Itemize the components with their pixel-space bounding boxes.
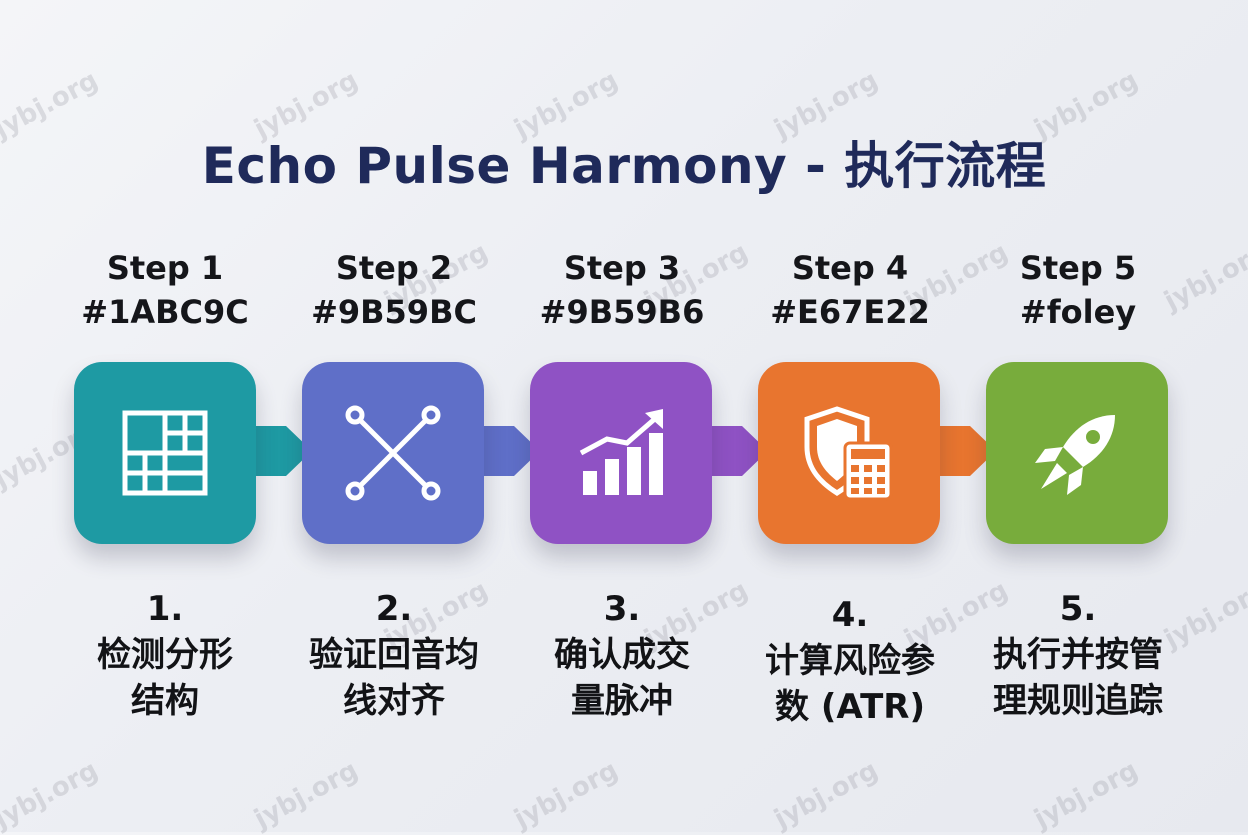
step-label: Step 3 [563, 249, 681, 287]
step-description-4: 4. 计算风险参 数 (ATR) [735, 592, 965, 730]
step-box-4 [758, 362, 940, 544]
step-header-1: Step 1 #1ABC9C [55, 246, 275, 334]
step-text-line: 线对齐 [343, 681, 445, 721]
step-text-line: 结构 [131, 681, 199, 721]
step-number: 2. [375, 589, 413, 629]
watermark: jybj.org [1029, 755, 1144, 835]
step-number: 1. [146, 589, 184, 629]
connector-arrow-3 [708, 412, 772, 490]
step-text-line: 数 (ATR) [775, 687, 925, 727]
step-label: Step 5 [1019, 249, 1137, 287]
step-header-5: Step 5 #foley [968, 246, 1188, 334]
step-text-line: 确认成交 [554, 635, 690, 675]
step-label: Step 2 [335, 249, 453, 287]
watermark: jybj.org [509, 755, 624, 835]
grid-icon [122, 410, 208, 496]
bar-chart-trend-icon [579, 409, 663, 495]
step-text-line: 量脉冲 [571, 681, 673, 721]
step-color-code: #9B59B6 [539, 293, 705, 331]
step-color-code: #9B59BC [311, 293, 477, 331]
step-text-line: 验证回音均 [309, 635, 479, 675]
cross-nodes-icon [345, 405, 441, 501]
connector-arrow-4 [936, 412, 1000, 490]
watermark: jybj.org [769, 755, 884, 835]
step-box-3 [530, 362, 712, 544]
step-box-2 [302, 362, 484, 544]
page-title: Echo Pulse Harmony - 执行流程 [201, 137, 1047, 195]
step-header-2: Step 2 #9B59BC [284, 246, 504, 334]
step-text-line: 执行并按管 [993, 635, 1163, 675]
step-description-1: 1. 检测分形 结构 [50, 586, 280, 724]
step-box-5 [986, 362, 1168, 544]
connector-arrow-1 [252, 412, 316, 490]
shield-calculator-icon [804, 406, 893, 501]
step-header-4: Step 4 #E67E22 [740, 246, 960, 334]
connector-arrow-2 [480, 412, 544, 490]
rocket-icon [1035, 415, 1115, 495]
step-box-1 [74, 362, 256, 544]
watermark: jybj.org [0, 755, 104, 835]
step-description-3: 3. 确认成交 量脉冲 [507, 586, 737, 724]
step-text-line: 计算风险参 [765, 641, 935, 681]
step-label: Step 4 [791, 249, 909, 287]
step-color-code: #E67E22 [770, 293, 930, 331]
step-description-5: 5. 执行并按管 理规则追踪 [963, 586, 1193, 724]
step-number: 4. [831, 595, 869, 635]
step-label: Step 1 [106, 249, 224, 287]
step-color-code: #1ABC9C [81, 293, 249, 331]
step-number: 5. [1059, 589, 1097, 629]
step-description-2: 2. 验证回音均 线对齐 [279, 586, 509, 724]
step-text-line: 理规则追踪 [993, 681, 1163, 721]
step-color-code: #foley [1019, 293, 1137, 331]
step-number: 3. [603, 589, 641, 629]
watermark: jybj.org [249, 755, 364, 835]
step-text-line: 检测分形 [97, 635, 233, 675]
step-header-3: Step 3 #9B59B6 [512, 246, 732, 334]
